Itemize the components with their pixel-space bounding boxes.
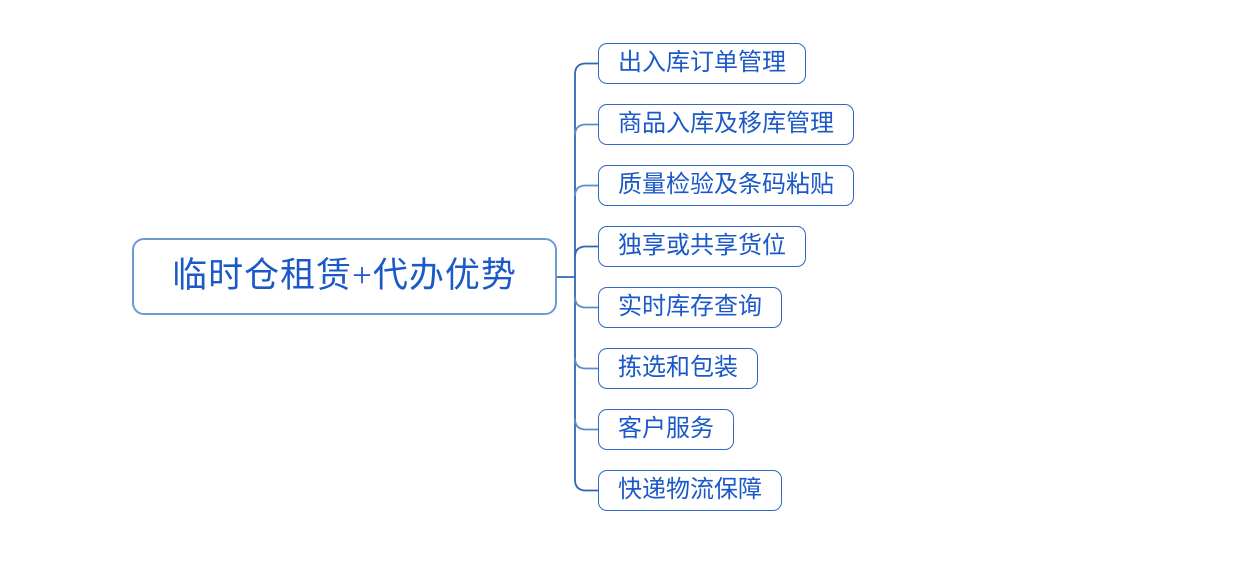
- branch-connector-line: [574, 123, 598, 136]
- branch-label: 拣选和包装: [618, 355, 738, 381]
- branch-node-picking-packing[interactable]: 拣选和包装: [598, 348, 758, 389]
- central-topic-label: 临时仓租赁+代办优势: [172, 256, 517, 295]
- branch-label: 商品入库及移库管理: [618, 111, 834, 137]
- branch-label: 出入库订单管理: [618, 50, 786, 76]
- branch-connector-line: [574, 245, 598, 258]
- branch-node-warehouse-transfer[interactable]: 商品入库及移库管理: [598, 104, 854, 145]
- branch-label: 实时库存查询: [618, 294, 762, 320]
- branch-label: 客户服务: [618, 416, 714, 442]
- branch-label: 质量检验及条码粘贴: [618, 172, 834, 198]
- branch-connector-line: [574, 357, 598, 370]
- branch-node-express-logistics[interactable]: 快递物流保障: [598, 470, 782, 511]
- branch-connector-line: [574, 296, 598, 309]
- trunk-line: [574, 62, 599, 492]
- branch-node-quality-barcode[interactable]: 质量检验及条码粘贴: [598, 165, 854, 206]
- branch-connector-line: [574, 184, 598, 197]
- branch-node-exclusive-shared-slot[interactable]: 独享或共享货位: [598, 226, 806, 267]
- branch-label: 独享或共享货位: [618, 233, 786, 259]
- branch-label: 快递物流保障: [618, 477, 762, 503]
- central-topic-node[interactable]: 临时仓租赁+代办优势: [132, 238, 557, 315]
- branch-node-realtime-inventory[interactable]: 实时库存查询: [598, 287, 782, 328]
- branch-node-inout-order[interactable]: 出入库订单管理: [598, 43, 806, 84]
- branch-connector-line: [574, 418, 598, 431]
- branch-node-customer-service[interactable]: 客户服务: [598, 409, 734, 450]
